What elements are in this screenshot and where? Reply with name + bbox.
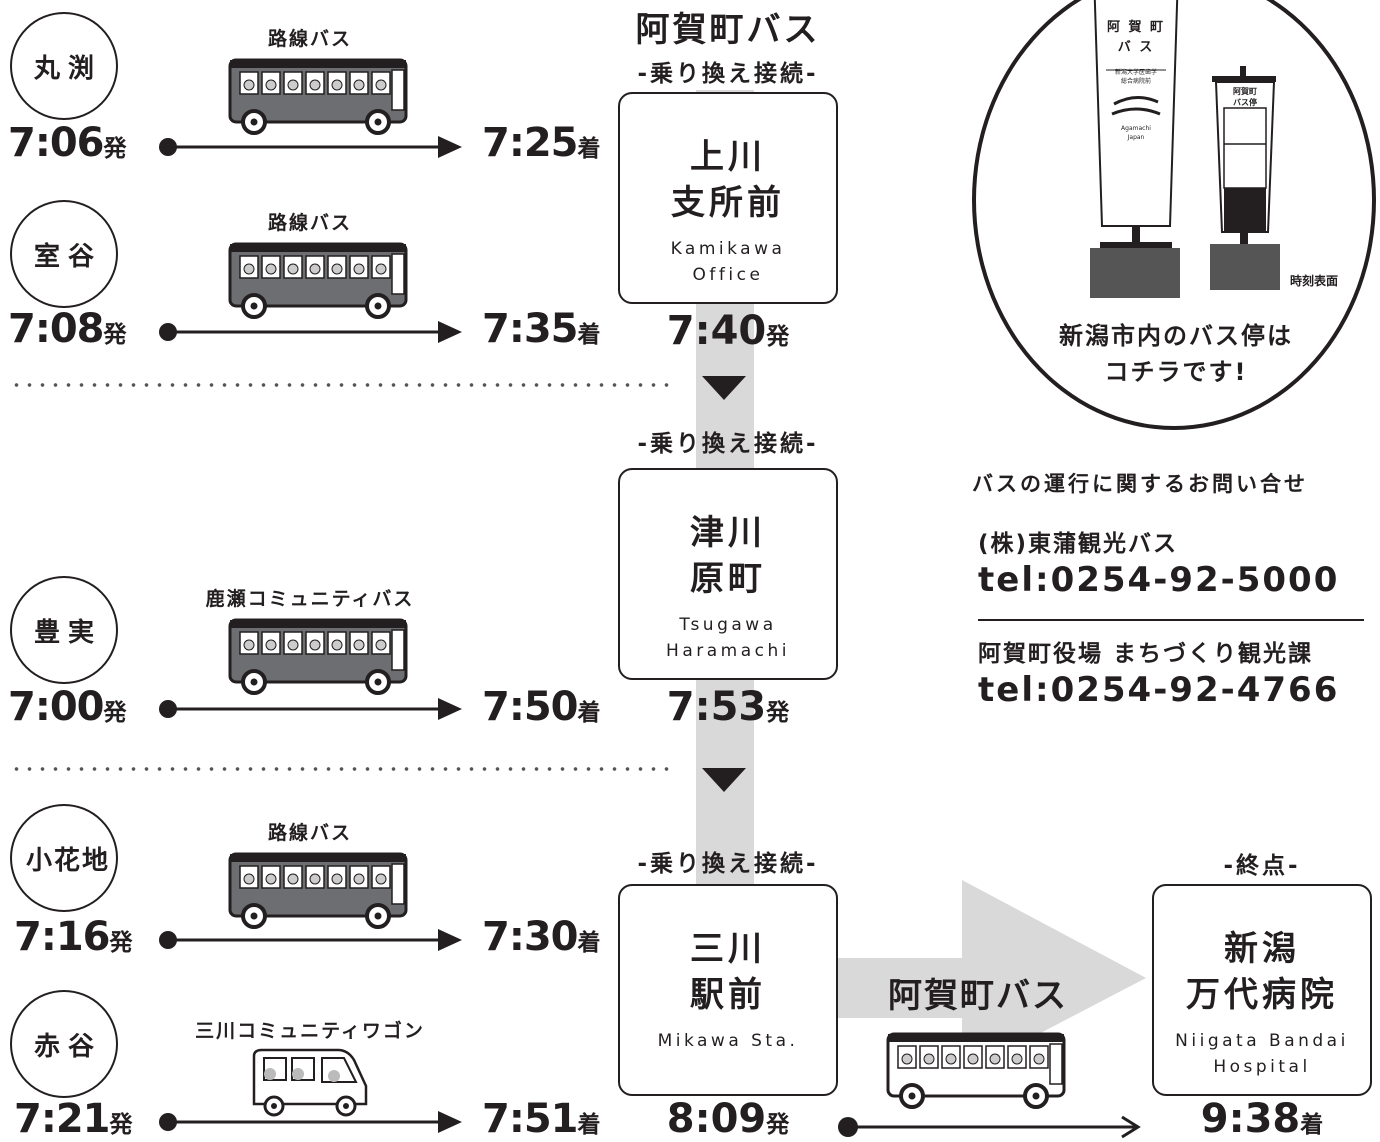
divider <box>10 766 674 772</box>
route-arrow <box>159 698 462 720</box>
bus-type-label: 鹿瀬コミュニティバス <box>205 588 415 610</box>
stop-depart-time: 8:09発 <box>666 1096 790 1142</box>
down-arrow <box>702 768 746 792</box>
timetable-face-label: 時刻表面 <box>1290 274 1339 288</box>
terminal-niigata-bandai: 新潟 万代病院 Niigata Bandai Hospital <box>1152 884 1372 1096</box>
origin-toyomi: 豊実 <box>10 576 118 684</box>
bus-type-label: 路線バス <box>267 212 352 234</box>
sign-title: 阿 賀 町バ ス <box>1106 20 1166 55</box>
sign-subtitle: 新潟大学医歯学総合病院前 <box>1114 69 1157 85</box>
stop-depart-time: 7:40発 <box>666 308 790 354</box>
contact-tel-1[interactable]: tel:0254-92-5000 <box>978 560 1340 600</box>
origin-marufuchi: 丸渕 <box>10 12 118 120</box>
arrive-time: 7:30着 <box>482 914 601 960</box>
depart-time: 7:16発 <box>14 914 133 960</box>
bus-type-label: 路線バス <box>267 822 352 844</box>
arrive-time: 7:51着 <box>482 1096 601 1142</box>
stop-kamikawa: 上川 支所前 Kamikawa Office <box>618 92 838 304</box>
stop-mikawa: 三川 駅前 Mikawa Sta. <box>618 884 838 1096</box>
transfer-label: -乗り換え接続- <box>637 431 819 457</box>
main-bus-label: 阿賀町バス <box>888 976 1068 1016</box>
contact-company-1: (株)東蒲観光バス <box>978 531 1179 557</box>
small-sign-title: 阿賀町バス停 <box>1233 87 1257 107</box>
arrive-time: 7:25着 <box>482 120 601 166</box>
busstop-sign-large-icon <box>1090 0 1180 298</box>
depart-time: 7:06発 <box>8 120 127 166</box>
route-arrow <box>159 136 462 158</box>
down-arrow <box>702 376 746 400</box>
callout-caption: 新潟市内のバス停はコチラです! <box>1059 322 1293 386</box>
depart-time: 7:08発 <box>8 306 127 352</box>
divider <box>10 382 674 388</box>
route-arrow <box>159 929 462 951</box>
arrive-time: 7:50着 <box>482 684 601 730</box>
origin-akadani: 赤谷 <box>10 990 118 1098</box>
transfer-label: -乗り換え接続- <box>637 851 819 877</box>
route-bus-icon <box>228 242 408 319</box>
depart-time: 7:00発 <box>8 684 127 730</box>
bus-type-label: 路線バス <box>267 28 352 50</box>
route-bus-icon <box>228 618 408 695</box>
stop-depart-time: 7:53発 <box>666 684 790 730</box>
route-bus-icon <box>228 58 408 135</box>
route-arrow <box>159 1111 462 1133</box>
contact-company-2: 阿賀町役場 まちづくり観光課 <box>978 641 1314 667</box>
stop-tsugawa: 津川 原町 Tsugawa Haramachi <box>618 468 838 680</box>
busstop-sign-small-icon <box>1210 66 1280 290</box>
contact-tel-2[interactable]: tel:0254-92-4766 <box>978 670 1340 710</box>
depart-time: 7:21発 <box>14 1096 133 1142</box>
route-arrow <box>159 321 462 343</box>
transfer-label: -乗り換え接続- <box>637 61 819 87</box>
terminal-label: -終点- <box>1223 853 1301 879</box>
page-title: 阿賀町バス <box>635 10 821 50</box>
route-bus-icon <box>228 852 408 929</box>
contact-divider <box>978 619 1364 621</box>
origin-muroya: 室谷 <box>10 200 118 308</box>
terminal-arrive-time: 9:38着 <box>1200 1096 1324 1142</box>
main-route-arrow <box>838 1115 1141 1139</box>
main-bus-icon <box>886 1032 1066 1109</box>
community-wagon-icon <box>252 1048 368 1117</box>
contact-heading: バスの運行に関するお問い合せ <box>972 472 1308 496</box>
bus-type-label: 三川コミュニティワゴン <box>195 1020 425 1042</box>
arrive-time: 7:35着 <box>482 306 601 352</box>
origin-kobanachi: 小花地 <box>10 804 118 912</box>
